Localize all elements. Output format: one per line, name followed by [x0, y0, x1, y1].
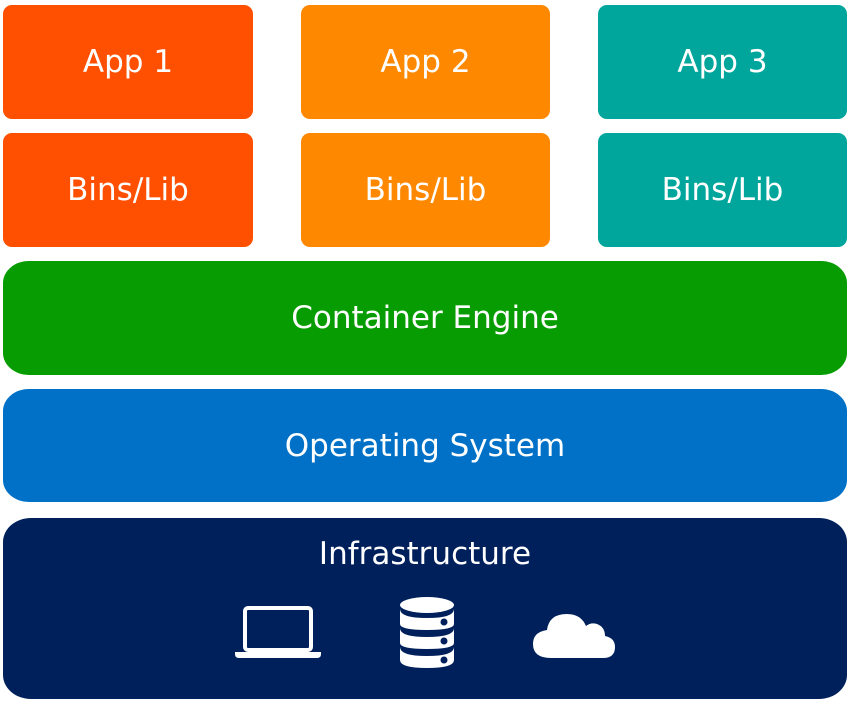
- infrastructure-layer: Infrastructure: [3, 518, 847, 699]
- container-engine-layer: Container Engine: [3, 261, 847, 375]
- app-1-box: App 1: [3, 5, 253, 119]
- app-2-box: App 2: [301, 5, 550, 119]
- app-3-box: App 3: [598, 5, 847, 119]
- infrastructure-icons: [3, 596, 847, 676]
- operating-system-layer: Operating System: [3, 389, 847, 502]
- app-1-bins-lib-box: Bins/Lib: [3, 133, 253, 247]
- app-2-bins-lib-box: Bins/Lib: [301, 133, 550, 247]
- cloud-icon: [531, 610, 617, 660]
- database-icon: [397, 596, 457, 670]
- infrastructure-label: Infrastructure: [318, 536, 532, 572]
- app-3-bins-lib-box: Bins/Lib: [598, 133, 847, 247]
- laptop-icon: [233, 604, 323, 660]
